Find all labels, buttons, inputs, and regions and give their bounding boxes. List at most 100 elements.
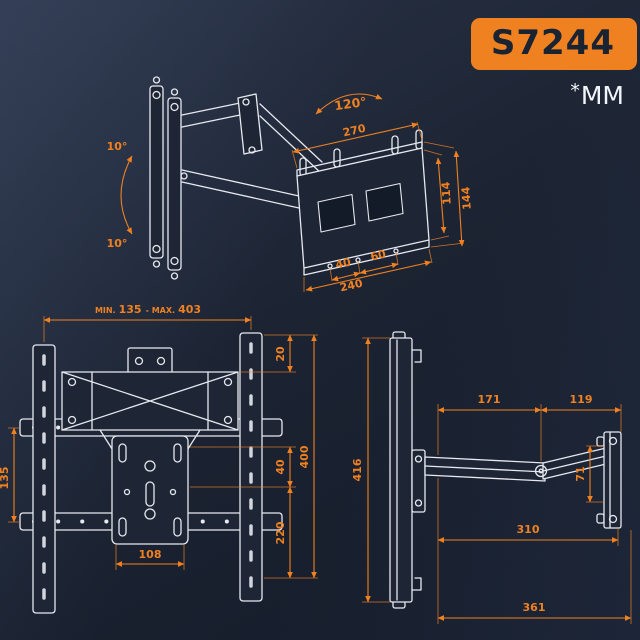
- dim-height-114: 114: [439, 181, 454, 205]
- wall-bracket-tab: [596, 513, 605, 524]
- iso-arm: [180, 93, 323, 211]
- wall-screw: [608, 436, 618, 446]
- plate-hole: [67, 415, 77, 425]
- model-number: S7244: [490, 23, 615, 63]
- arm-pivot: [534, 464, 548, 478]
- plate-hole: [223, 377, 233, 387]
- iso-elbow-plate: [237, 93, 263, 155]
- dim-plate-108: 108: [139, 548, 162, 561]
- front-view: MIN.135- MAX.403 135 20 40 220 400 108: [0, 303, 318, 614]
- dim-swivel-angle: 120°: [333, 94, 367, 113]
- unit-note: *MM: [570, 80, 624, 110]
- dim-line-114: [435, 157, 447, 234]
- iso-dimensions: 120° 10° 10° 270 114 144 40 60 240: [107, 93, 474, 295]
- wall-screw: [608, 514, 618, 524]
- dim-rail-gap-135: 135: [0, 467, 11, 490]
- bracket-cutout: [317, 193, 356, 233]
- dim-depth-361: 361: [523, 601, 546, 614]
- spacer-post: [333, 148, 341, 168]
- bracket-hole: [414, 455, 423, 463]
- vesa-hole: [144, 508, 156, 520]
- panel-bracket: [411, 449, 426, 513]
- screw-head: [170, 88, 179, 96]
- bracket-hole: [156, 356, 166, 366]
- spacer-post: [391, 135, 399, 155]
- tv-panel-profile: [389, 337, 413, 603]
- vesa-center-slot: [145, 481, 155, 507]
- dim-tilt-up: 10°: [107, 140, 128, 153]
- iso-lower-arm: [181, 169, 309, 211]
- vesa-hole: [169, 488, 177, 496]
- side-view: 416 171 119 71 310 361: [351, 331, 632, 624]
- dim-base-240: 240: [339, 277, 365, 295]
- dim-line-144: [453, 150, 465, 247]
- iso-upper-links: [181, 102, 241, 128]
- dim-line-270: [292, 122, 419, 154]
- dim-arm-119: 119: [570, 393, 593, 406]
- rail-hole: [170, 102, 179, 112]
- dim-tilt-down: 10°: [107, 237, 128, 250]
- wall-bracket-tab: [596, 436, 605, 447]
- arm-inner-line: [424, 465, 546, 473]
- unit-label: MM: [580, 81, 624, 110]
- dim-arm-171: 171: [478, 393, 501, 406]
- dim-bracket-71: 71: [574, 466, 587, 481]
- dim-gap-40: 40: [274, 459, 287, 475]
- top-bracket: [127, 347, 173, 375]
- plate-hole: [67, 377, 77, 387]
- plate-hole: [223, 415, 233, 425]
- dim-height-144: 144: [459, 186, 474, 210]
- rail-hole: [152, 90, 161, 100]
- dim-pitch-60: 60: [369, 247, 387, 263]
- vesa-plate: [111, 435, 189, 545]
- model-badge: S7244: [470, 18, 637, 70]
- arm-inner-line: [542, 455, 607, 472]
- vertical-strip-right: [239, 332, 263, 602]
- wall-rail-front: [167, 97, 182, 271]
- panel-clips: [411, 349, 422, 591]
- tilt-arc: [120, 155, 133, 235]
- flange-hole: [327, 263, 333, 269]
- bracket-hole: [414, 499, 423, 507]
- rail-hole: [152, 244, 161, 254]
- rail-hole: [170, 256, 179, 266]
- screw-head: [170, 272, 179, 280]
- vesa-slot: [118, 517, 127, 537]
- dim-line-60: [359, 262, 399, 275]
- upper-plate-braces: [61, 371, 239, 431]
- vesa-hole: [144, 460, 156, 472]
- vesa-hole: [123, 488, 131, 496]
- dim-offset-20: 20: [274, 346, 287, 362]
- bracket-cutout: [365, 182, 404, 222]
- iso-forearm-links: [259, 103, 323, 175]
- wall-bracket-profile: [603, 431, 622, 529]
- iso-wall-plate: [149, 76, 182, 280]
- joint-hole: [180, 172, 188, 180]
- iso-tv-bracket: [296, 129, 430, 276]
- extension-lines: [362, 337, 632, 624]
- pivot-hole: [242, 98, 250, 106]
- dim-pitch-40: 40: [334, 255, 352, 271]
- swivel-arc: [315, 93, 383, 115]
- spacer-post: [299, 157, 307, 177]
- dim-line-240: [305, 260, 432, 292]
- dim-extension-310: 310: [517, 523, 540, 536]
- unit-asterisk: *: [570, 80, 580, 102]
- pivot-hole: [248, 146, 256, 154]
- wall-rail-rear: [149, 85, 164, 259]
- dim-width-270: 270: [342, 122, 368, 140]
- vertical-strip-left: [32, 344, 56, 614]
- dim-height-400: 400: [298, 445, 311, 468]
- vesa-slot: [173, 517, 182, 537]
- side-dimensions: 416 171 119 71 310 361: [351, 337, 632, 624]
- dim-range: MIN.135- MAX.403: [95, 303, 201, 316]
- vesa-slot: [118, 443, 127, 463]
- vesa-slot: [173, 443, 182, 463]
- spacer-post: [415, 129, 423, 150]
- dim-span-220: 220: [274, 521, 287, 544]
- dim-height-416: 416: [351, 458, 364, 481]
- screw-head: [152, 260, 161, 268]
- iso-view: 120° 10° 10° 270 114 144 40 60 240: [107, 76, 474, 295]
